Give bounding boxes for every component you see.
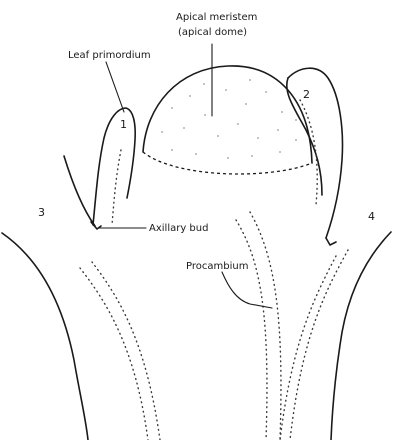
label-leaf-primordium: Leaf primordium [68, 50, 151, 61]
number-1: 1 [120, 118, 127, 131]
number-3: 3 [38, 206, 45, 219]
leaf-1-procambium-trace [112, 150, 121, 225]
procambium-strand-left-inner [92, 262, 160, 440]
label-apical-meristem-line1: Apical meristem [176, 12, 257, 23]
outer-stem-wall-right [331, 232, 391, 440]
leaf-3-edge [64, 156, 95, 226]
apical-dome-stipple [161, 79, 297, 159]
procambium-strand-right-inner [280, 256, 336, 440]
leader-leaf-primordium [106, 62, 124, 112]
apical-dome-base [143, 152, 312, 174]
leader-procambium [222, 272, 272, 308]
procambium-strand-center-left [236, 220, 267, 440]
outer-stem-wall-left [2, 233, 88, 440]
number-2: 2 [303, 88, 310, 101]
number-4: 4 [368, 210, 375, 223]
leaf-4-bud [326, 238, 336, 245]
label-apical-meristem-line2: (apical dome) [178, 27, 247, 38]
label-procambium: Procambium [186, 261, 248, 272]
label-axillary-bud: Axillary bud [149, 223, 208, 234]
